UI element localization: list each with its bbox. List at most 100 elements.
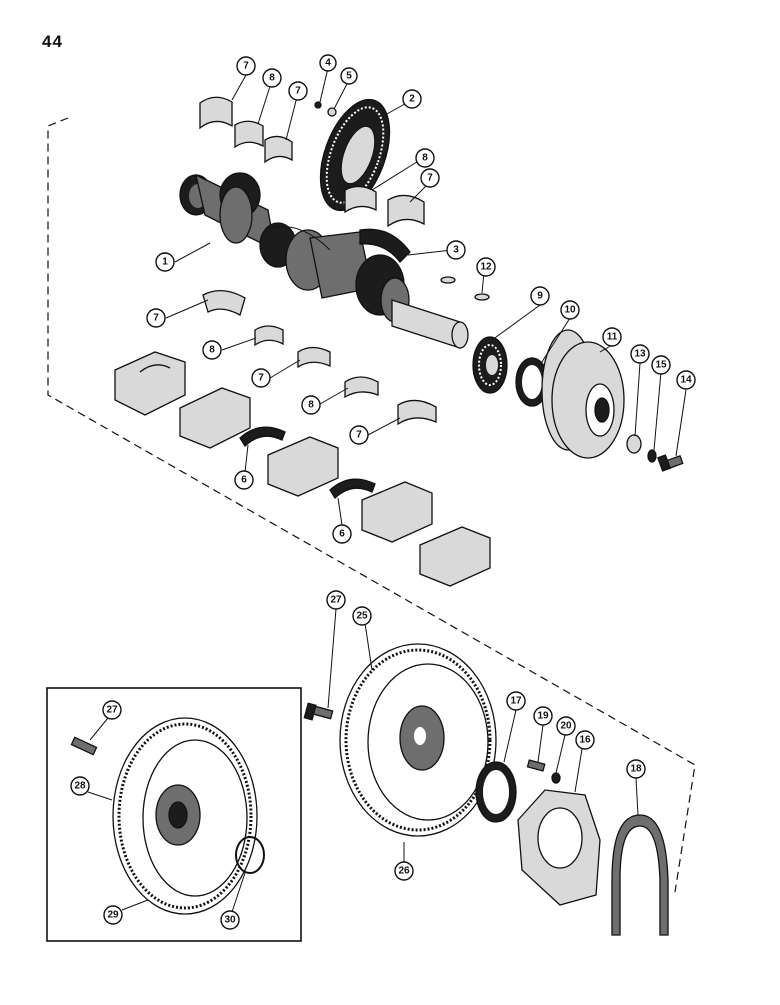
callout-11: 11 <box>602 327 622 347</box>
bolt-4 <box>314 101 322 109</box>
svg-text:16: 16 <box>579 735 591 746</box>
svg-text:14: 14 <box>680 375 692 386</box>
o-ring <box>235 836 265 874</box>
thrust-washer <box>359 228 411 263</box>
rear-seal <box>475 761 517 823</box>
svg-text:1: 1 <box>162 257 168 268</box>
callout-10: 10 <box>560 300 580 320</box>
svg-text:4: 4 <box>325 58 331 69</box>
svg-text:28: 28 <box>74 781 86 792</box>
callout-8d: 8 <box>301 395 321 415</box>
bolt-14 <box>657 454 684 472</box>
callout-13: 13 <box>630 344 650 364</box>
callout-18: 18 <box>626 759 646 779</box>
svg-text:18: 18 <box>630 764 642 775</box>
svg-text:8: 8 <box>422 153 428 164</box>
callout-29: 29 <box>103 905 123 925</box>
leader-lines <box>87 67 687 913</box>
callout-14: 14 <box>676 370 696 390</box>
callout-8c: 8 <box>202 340 222 360</box>
svg-text:13: 13 <box>634 349 646 360</box>
upper-bearing-shells <box>199 96 425 228</box>
dashed-group-outline <box>47 117 696 893</box>
callout-7c: 7 <box>420 168 440 188</box>
svg-text:25: 25 <box>356 611 368 622</box>
svg-text:30: 30 <box>224 915 236 926</box>
svg-text:17: 17 <box>510 696 522 707</box>
callout-9: 9 <box>530 286 550 306</box>
callout-6b: 6 <box>332 524 352 544</box>
callout-27b: 27 <box>326 590 346 610</box>
callout-2: 2 <box>402 89 422 109</box>
callout-26: 26 <box>394 861 414 881</box>
callout-12: 12 <box>476 257 496 277</box>
main-bearing-caps <box>114 351 491 587</box>
callout-6a: 6 <box>234 470 254 490</box>
inset-bolt-27 <box>70 736 98 756</box>
front-seal <box>515 357 549 407</box>
inset-flywheel <box>112 717 258 915</box>
keys <box>440 276 490 301</box>
callout-4: 4 <box>319 54 337 72</box>
svg-text:26: 26 <box>398 866 410 877</box>
svg-text:19: 19 <box>537 711 549 722</box>
svg-text:6: 6 <box>339 529 345 540</box>
timing-gear <box>472 336 508 394</box>
svg-text:10: 10 <box>564 305 576 316</box>
pulley <box>541 329 625 459</box>
svg-text:27: 27 <box>330 595 342 606</box>
callout-27a: 27 <box>102 700 122 720</box>
callout-17: 17 <box>506 691 526 711</box>
callout-25: 25 <box>352 606 372 626</box>
callout-20: 20 <box>556 716 576 736</box>
callout-3: 3 <box>446 240 466 260</box>
svg-text:7: 7 <box>243 61 249 72</box>
svg-text:20: 20 <box>560 721 572 732</box>
callout-7a: 7 <box>236 56 256 76</box>
page-number: 44 <box>42 32 63 51</box>
svg-text:7: 7 <box>356 430 362 441</box>
callout-16: 16 <box>575 730 595 750</box>
lockwasher-15 <box>647 449 657 463</box>
callout-7b: 7 <box>288 81 308 101</box>
bolt-19 <box>526 759 546 772</box>
callout-7f: 7 <box>349 425 369 445</box>
callout-28: 28 <box>70 776 90 796</box>
callout-7d: 7 <box>146 308 166 328</box>
svg-text:6: 6 <box>241 475 247 486</box>
callout-1: 1 <box>155 252 175 272</box>
lower-bearings <box>202 290 437 500</box>
svg-text:29: 29 <box>107 910 119 921</box>
callout-8a: 8 <box>262 68 282 88</box>
crankshaft <box>179 172 469 349</box>
lockwasher-20 <box>551 772 561 784</box>
seal-retainer <box>517 789 601 906</box>
svg-text:27: 27 <box>106 705 118 716</box>
callout-7e: 7 <box>251 368 271 388</box>
flywheel-main <box>339 643 497 837</box>
gasket <box>611 814 669 936</box>
callout-8b: 8 <box>415 148 435 168</box>
svg-text:7: 7 <box>295 86 301 97</box>
svg-text:12: 12 <box>480 262 492 273</box>
svg-text:11: 11 <box>607 332 618 343</box>
svg-text:8: 8 <box>308 400 314 411</box>
svg-text:7: 7 <box>258 373 264 384</box>
callout-19: 19 <box>533 706 553 726</box>
inset-box <box>46 687 302 942</box>
washer-13 <box>626 434 642 454</box>
svg-text:5: 5 <box>346 71 352 82</box>
crankshaft-gear <box>319 98 391 212</box>
svg-text:2: 2 <box>409 94 415 105</box>
svg-text:8: 8 <box>269 73 275 84</box>
flywheel-bolt-27 <box>303 702 334 721</box>
svg-text:7: 7 <box>427 173 433 184</box>
svg-text:8: 8 <box>209 345 215 356</box>
svg-text:9: 9 <box>537 291 543 302</box>
callout-30: 30 <box>220 910 240 930</box>
svg-text:15: 15 <box>655 360 667 371</box>
callout-5: 5 <box>340 67 358 85</box>
washer-5 <box>327 107 337 117</box>
